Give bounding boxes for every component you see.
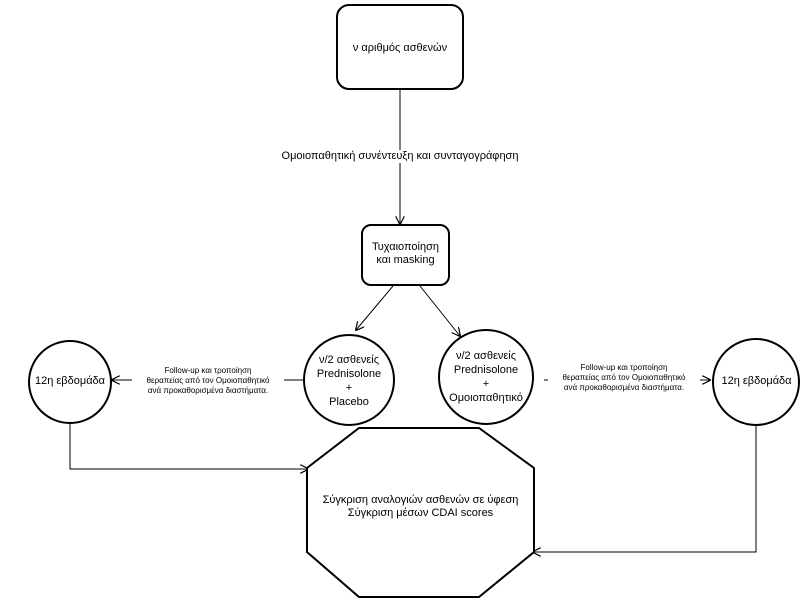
- edge-randomization-to-placebo-arm: [356, 285, 394, 330]
- followup-right-edge-label: Follow-up και τροποίηση θεραπείας από το…: [548, 363, 700, 393]
- homeopathic-arm-node: [438, 329, 534, 425]
- week-right-node: [712, 338, 800, 426]
- interview-edge-label: Ομοιοπαθητική συνέντευξη και συνταγογράφ…: [250, 150, 550, 163]
- patients-label: ν αριθμός ασθενών: [352, 42, 448, 54]
- edge-week-left-to-comparison: [69, 424, 308, 469]
- followup-left-edge-label: Follow-up και τροποίηση θεραπείας από το…: [132, 366, 284, 396]
- randomization-node: [361, 224, 450, 286]
- comparison-label: Σύγκριση αναλογιών ασθενών σε ύφεση Σύγκ…: [322, 494, 519, 519]
- placebo-arm-label: ν/2 ασθενείς Prednisolone + Placebo: [316, 354, 382, 408]
- placebo-arm-node: [303, 334, 395, 426]
- week-left-node: [28, 340, 112, 424]
- edge-week-right-to-comparison: [533, 424, 757, 552]
- randomization-label: Τυχαιοποίηση και masking: [371, 241, 440, 266]
- week-left-label: 12η εβδομάδα: [34, 375, 106, 387]
- comparison-node: [306, 427, 535, 598]
- week-right-label: 12η εβδομάδα: [721, 375, 792, 387]
- patients-node: [336, 4, 464, 90]
- homeopathic-arm-label: ν/2 ασθενείς Prednisolone + Ομοιοπαθητικ…: [449, 350, 523, 404]
- edge-randomization-to-homeopathic-arm: [419, 285, 460, 336]
